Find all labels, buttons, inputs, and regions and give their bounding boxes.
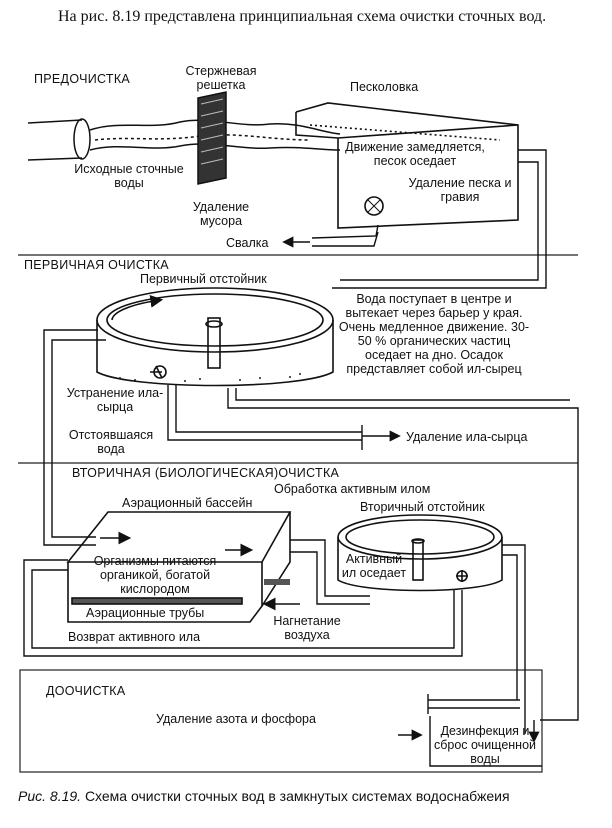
section-pretreatment: ПРЕДОЧИСТКА	[34, 72, 131, 86]
label-grit-chamber: Песколовка	[350, 80, 419, 94]
section-tertiary: ДООЧИСТКА	[46, 684, 126, 698]
label-sludge-removal-left: Устранение ила-сырца	[66, 386, 164, 414]
label-slowdown: Движение замедляется, песок оседает	[345, 140, 485, 168]
label-activated-sludge: Обработка активным илом	[274, 482, 431, 496]
label-active-sludge-settles: Активный ил оседает	[341, 552, 407, 580]
grit-outlet	[282, 224, 379, 248]
primary-clarifier	[96, 287, 334, 387]
bar-screen	[197, 91, 227, 185]
caption-number: Рис. 8.19.	[18, 788, 82, 804]
caption-text: Схема очистки сточных вод в замкнутых си…	[84, 788, 510, 804]
section-dividers	[18, 254, 578, 773]
primary-sediment	[119, 373, 301, 382]
section-primary: ПЕРВИЧНАЯ ОЧИСТКА	[24, 258, 169, 272]
primary-outlet-pipes	[43, 329, 579, 721]
grit-chamber	[295, 102, 519, 229]
figure-caption: Рис. 8.19. Схема очистки сточных вод в з…	[18, 788, 510, 804]
aeration-basin	[66, 511, 300, 623]
label-organisms: Организмы питаются органикой, богатой ки…	[93, 554, 217, 596]
label-secondary-clarifier: Вторичный отстойник	[360, 500, 485, 514]
secondary-clarifier	[337, 514, 503, 592]
section-secondary: ВТОРИЧНАЯ (БИОЛОГИЧЕСКАЯ)ОЧИСТКА	[72, 466, 340, 480]
label-raw-water: Исходные сточные воды	[74, 162, 184, 190]
pipe-pre-to-primary	[332, 149, 547, 289]
label-landfill: Свалка	[226, 236, 269, 250]
label-settled-water: Отстоявшаяся вода	[68, 428, 154, 456]
inlet-pipe	[27, 118, 341, 161]
label-aeration-pipes: Аэрационные трубы	[86, 606, 205, 620]
label-nitrogen-phosphorus: Удаление азота и фосфора	[156, 712, 316, 726]
intro-text: На рис. 8.19 представлена принципиальная…	[58, 8, 547, 25]
label-primary-clarifier: Первичный отстойник	[140, 272, 267, 286]
label-trash-removal: Удаление мусора	[192, 200, 250, 228]
label-bar-screen: Стержневая решетка	[185, 64, 257, 92]
label-grit-removal: Удаление песка и гравия	[408, 176, 512, 204]
label-air-injection: Нагнетание воздуха	[273, 614, 341, 642]
secondary-pipes	[23, 544, 542, 767]
label-primary-description: Вода поступает в центре и вытекает через…	[338, 292, 530, 376]
pipe-aeration-to-secondary	[290, 539, 370, 605]
label-aeration-basin: Аэрационный бассейн	[122, 496, 253, 510]
label-sludge-return: Возврат активного ила	[68, 630, 201, 644]
label-raw-sludge-removal: Удаление ила-сырца	[406, 430, 528, 444]
label-disinfection: Дезинфекция и сброс очищенной воды	[433, 724, 537, 766]
